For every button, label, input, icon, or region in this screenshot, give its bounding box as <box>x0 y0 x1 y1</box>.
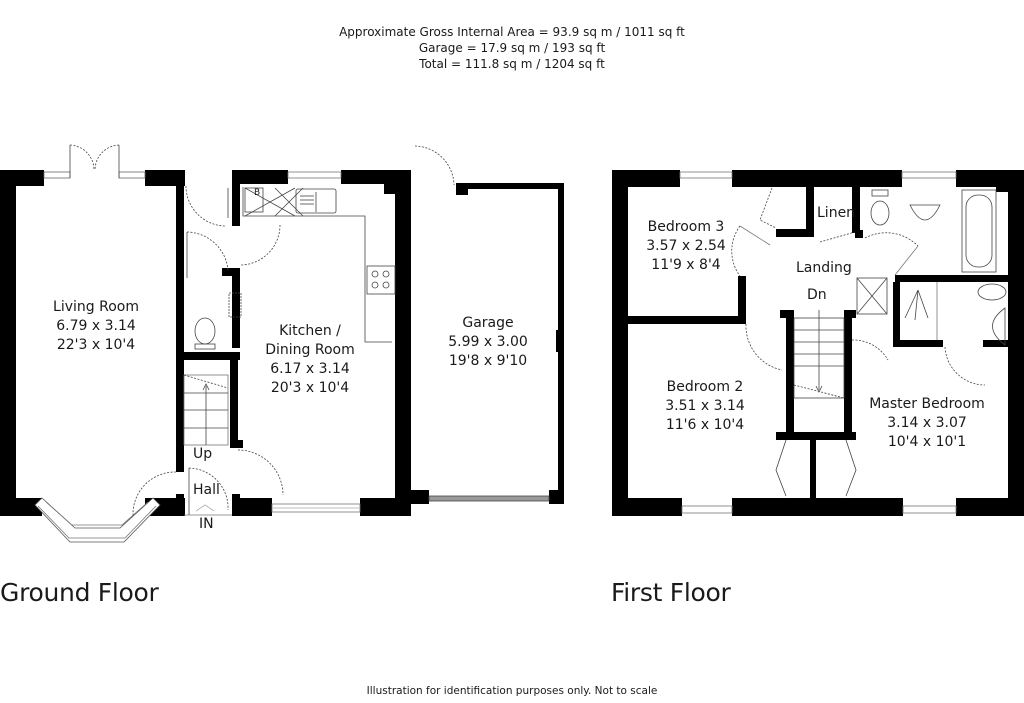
area-summary: Approximate Gross Internal Area = 93.9 s… <box>0 24 1024 72</box>
room-name: Bedroom 3 <box>647 219 725 235</box>
room-metric: 3.51 x 3.14 <box>665 398 745 414</box>
room-metric: 6.17 x 3.14 <box>270 361 350 377</box>
room-name-line2: Dining Room <box>265 342 355 358</box>
room-name: Kitchen / <box>279 323 341 339</box>
landing-label: Landing <box>796 260 852 276</box>
room-imperial: 22'3 x 10'4 <box>56 337 136 353</box>
entrance-label: IN <box>199 516 214 532</box>
boiler-label: B <box>254 188 261 198</box>
garage-area: Garage = 17.9 sq m / 193 sq ft <box>418 41 606 55</box>
linen-label: Linen <box>817 205 856 221</box>
room-imperial: 11'9 x 8'4 <box>651 257 721 273</box>
room-living-room: Living Room 6.79 x 3.14 22'3 x 10'4 <box>53 298 139 355</box>
hall-label: Hall <box>193 482 220 498</box>
room-kitchen-dining: Kitchen / Dining Room 6.17 x 3.14 20'3 x… <box>265 322 355 398</box>
room-name: Garage <box>462 315 514 331</box>
ground-floor-fixtures <box>34 144 550 543</box>
room-imperial: 19'8 x 9'10 <box>448 353 528 369</box>
ground-floor-title: Ground Floor <box>0 578 159 607</box>
room-metric: 3.14 x 3.07 <box>887 415 967 431</box>
room-bedroom-3: Bedroom 3 3.57 x 2.54 11'9 x 8'4 <box>646 218 726 275</box>
room-bedroom-2: Bedroom 2 3.51 x 3.14 11'6 x 10'4 <box>665 378 745 435</box>
room-metric: 3.57 x 2.54 <box>646 238 726 254</box>
total-area: Total = 111.8 sq m / 1204 sq ft <box>419 57 605 71</box>
room-imperial: 11'6 x 10'4 <box>665 417 745 433</box>
room-metric: 6.79 x 3.14 <box>56 318 136 334</box>
room-imperial: 20'3 x 10'4 <box>270 380 350 396</box>
stairs-down-label: Dn <box>807 287 827 303</box>
disclaimer: Illustration for identification purposes… <box>366 685 658 697</box>
first-floor-fixtures <box>679 171 1007 514</box>
room-name: Master Bedroom <box>869 396 985 412</box>
room-name: Living Room <box>53 299 139 315</box>
stairs-up-label: Up <box>193 446 213 462</box>
room-metric: 5.99 x 3.00 <box>448 334 528 350</box>
room-imperial: 10'4 x 10'1 <box>887 434 967 450</box>
gross-internal-area: Approximate Gross Internal Area = 93.9 s… <box>339 25 685 39</box>
room-master-bedroom: Master Bedroom 3.14 x 3.07 10'4 x 10'1 <box>869 395 985 452</box>
room-name: Bedroom 2 <box>666 379 744 395</box>
first-floor-walls <box>612 170 1024 516</box>
first-floor-title: First Floor <box>611 578 731 607</box>
room-garage: Garage 5.99 x 3.00 19'8 x 9'10 <box>448 314 528 371</box>
ground-floor-walls <box>0 170 564 516</box>
